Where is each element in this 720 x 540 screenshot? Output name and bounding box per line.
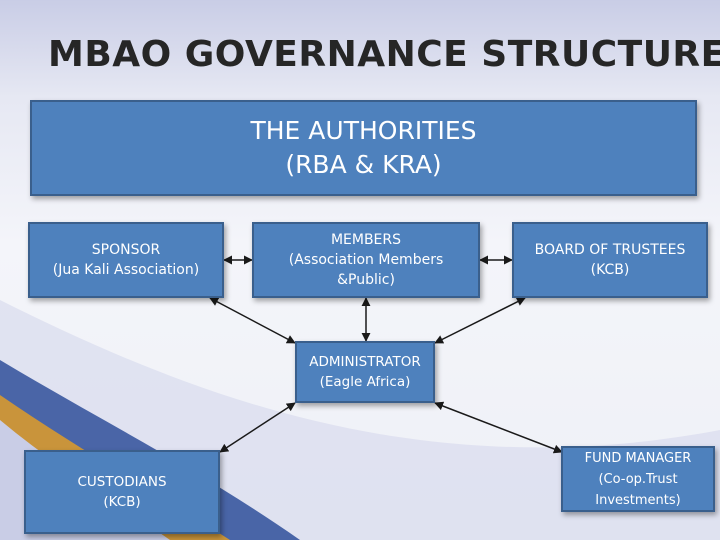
sponsor-label: SPONSOR <box>91 242 161 258</box>
authorities-sublabel: (RBA & KRA) <box>285 150 442 179</box>
fund-manager-sublabel-1: (Co-op.Trust <box>598 471 678 487</box>
trustees-label: BOARD OF TRUSTEES <box>534 242 686 258</box>
custodians-box: CUSTODIANS (KCB) <box>24 450 220 534</box>
administrator-sublabel: (Eagle Africa) <box>319 374 411 390</box>
members-sublabel-2: &Public) <box>337 272 395 288</box>
custodians-label: CUSTODIANS <box>77 474 167 490</box>
fund-manager-label: FUND MANAGER <box>584 450 692 466</box>
administrator-box: ADMINISTRATOR (Eagle Africa) <box>295 341 435 403</box>
authorities-box: THE AUTHORITIES (RBA & KRA) <box>30 100 697 196</box>
custodians-sublabel: (KCB) <box>103 494 141 510</box>
members-sublabel-1: (Association Members <box>288 252 444 268</box>
trustees-sublabel: (KCB) <box>590 262 630 278</box>
members-label: MEMBERS <box>330 232 402 248</box>
connector-admin-custodians <box>219 402 296 453</box>
sponsor-box: SPONSOR (Jua Kali Association) <box>28 222 224 298</box>
authorities-label: THE AUTHORITIES <box>250 116 477 145</box>
page-title: MBAO GOVERNANCE STRUCTURE <box>48 34 720 75</box>
connector-sponsor-admin <box>209 297 296 344</box>
fund-manager-box: FUND MANAGER (Co-op.Trust Investments) <box>561 446 715 512</box>
members-box: MEMBERS (Association Members &Public) <box>252 222 480 298</box>
fund-manager-sublabel-2: Investments) <box>595 492 681 508</box>
connector-trustees-admin <box>434 297 526 344</box>
sponsor-sublabel: (Jua Kali Association) <box>52 262 200 278</box>
trustees-box: BOARD OF TRUSTEES (KCB) <box>512 222 708 298</box>
connector-admin-fund <box>434 401 563 454</box>
administrator-label: ADMINISTRATOR <box>309 354 421 370</box>
